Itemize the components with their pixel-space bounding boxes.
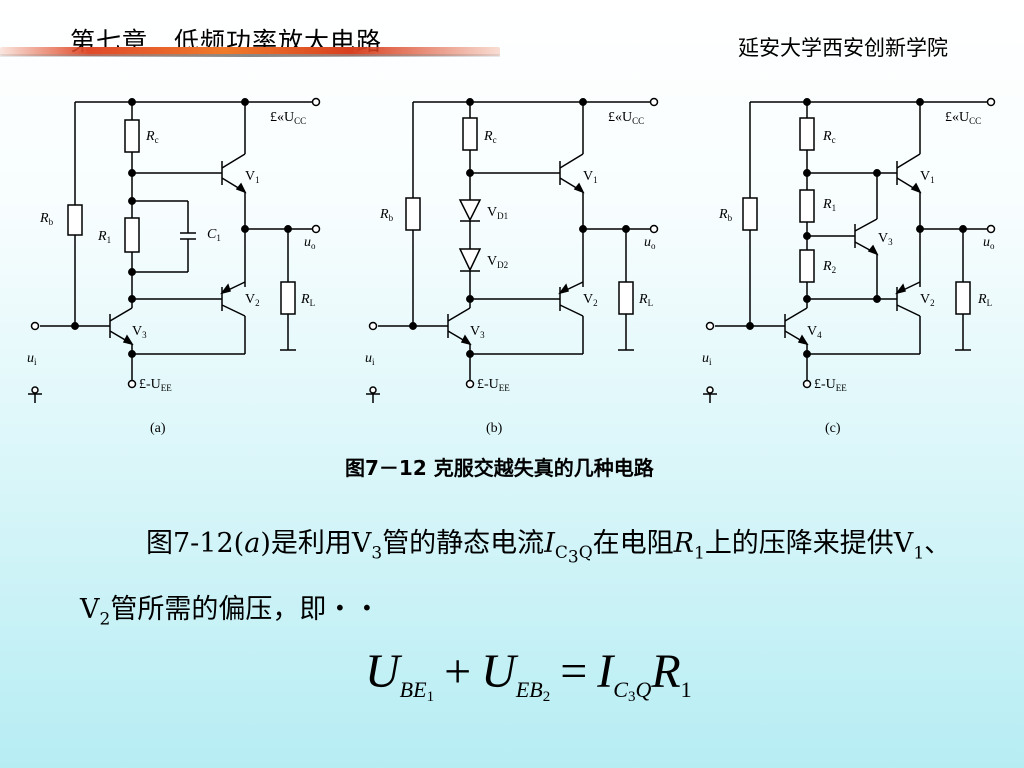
c-rl-label: RL [977,292,992,308]
bias-equation: UBE1+UEB2=IC3QR1 [365,645,692,705]
title-underline-bar [0,47,500,56]
a-rl-label: RL [300,292,315,308]
a-v3-label: V3 [132,324,147,340]
a-ui-label: ui [27,351,37,367]
a-r1-label: R1 [97,229,111,245]
b-v1-label: V1 [583,169,598,185]
circuit-b-labels: £«UCC Rc Rb VD1 VD2 V1 V2 V3 uo RL ui £-… [365,110,656,436]
a-figure-label: (a) [150,421,166,436]
circuit-a-labels: £«UCC Rc Rb R1 C1 V1 V2 V3 uo RL ui £-UE… [27,110,316,436]
title-underline-shadow [0,54,500,57]
c-rc-label: Rc [822,129,836,145]
b-vd1-label: VD1 [487,205,508,221]
c-v4-label: V4 [807,324,822,340]
b-vee-label: £-UEE [477,377,510,393]
a-rc-label: Rc [145,129,159,145]
c-rb-label: Rb [718,207,733,223]
c-vee-label: £-UEE [814,377,847,393]
explanation-paragraph: 图7-12(a)是利用V3管的静态电流IC3Q在电阻R1上的压降来提供V1、V2… [80,528,952,630]
b-rc-label: Rc [483,129,497,145]
c-uo-label: uo [983,235,995,251]
b-v2-label: V2 [583,292,598,308]
a-uo-label: uo [304,235,316,251]
c-v3-label: V3 [878,231,893,247]
b-ui-label: ui [365,351,375,367]
circuit-c [702,97,996,404]
circuit-c-labels: £«UCC Rc Rb R1 R2 V3 V1 V2 V4 uo RL ui £… [702,110,995,436]
c-v1-label: V1 [920,169,935,185]
c-vcc-label: £«UCC [945,110,981,126]
b-vd2-label: VD2 [487,254,508,270]
c-figure-label: (c) [825,421,841,436]
b-vcc-label: £«UCC [608,110,644,126]
a-vcc-label: £«UCC [270,110,306,126]
b-uo-label: uo [644,235,656,251]
c-r1-label: R1 [822,197,836,213]
figure-caption: 图7－12 克服交越失真的几种电路 [345,456,654,480]
b-v3-label: V3 [470,324,485,340]
b-rb-label: Rb [379,207,394,223]
circuit-a [27,97,321,404]
a-v2-label: V2 [245,292,260,308]
circuit-b [365,97,659,404]
a-v1-label: V1 [245,169,260,185]
c-r2-label: R2 [822,259,836,275]
c-v2-label: V2 [920,292,935,308]
b-figure-label: (b) [486,421,503,436]
c-ui-label: ui [702,351,712,367]
a-vee-label: £-UEE [139,377,172,393]
institution-name: 延安大学西安创新学院 [738,36,948,60]
a-c1-label: C1 [207,227,221,243]
b-rl-label: RL [638,292,653,308]
circuit-figure: £«UCC Rc Rb R1 C1 V1 V2 V3 uo RL ui £-UE… [27,97,996,436]
a-rb-label: Rb [39,211,54,227]
